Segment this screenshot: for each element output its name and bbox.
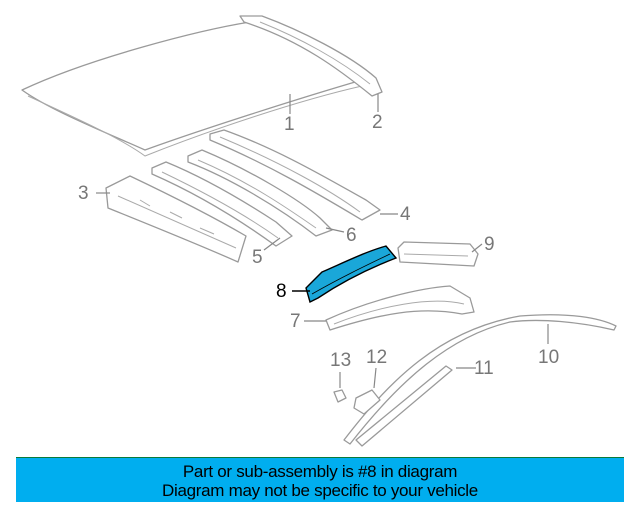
callout-11: 11 [474,358,494,379]
part-13-fastener[interactable] [333,389,347,403]
callout-2: 2 [372,112,383,133]
leader-lines [96,94,549,389]
part-2-rail[interactable] [239,15,383,97]
part-6-roof-bow[interactable] [187,149,333,237]
callout-9: 9 [484,234,495,255]
part-11-molding[interactable] [355,365,453,447]
part-5-roof-bow[interactable] [151,161,293,247]
callout-5: 5 [252,247,263,268]
info-banner: Part or sub-assembly is #8 in diagram Di… [16,457,624,502]
callout-4: 4 [400,204,411,225]
callout-3: 3 [78,183,89,204]
part-7-side-rail[interactable] [325,285,475,331]
part-10-weatherstrip[interactable] [343,314,617,445]
part-9-bracket[interactable] [397,241,479,267]
part-4-roof-bow[interactable] [209,129,381,221]
part-12-clip[interactable] [353,389,381,415]
callout-12: 12 [366,347,388,368]
callout-6: 6 [346,225,357,246]
part-8-highlighted[interactable] [305,245,398,304]
banner-line-1: Part or sub-assembly is #8 in diagram [182,462,458,481]
callout-13: 13 [330,350,352,371]
callout-1: 1 [284,114,295,135]
banner-line-2: Diagram may not be specific to your vehi… [162,481,478,500]
callout-10: 10 [538,347,560,368]
callout-7: 7 [290,311,301,332]
callout-8: 8 [276,281,287,302]
part-3-front-header[interactable] [105,175,247,263]
